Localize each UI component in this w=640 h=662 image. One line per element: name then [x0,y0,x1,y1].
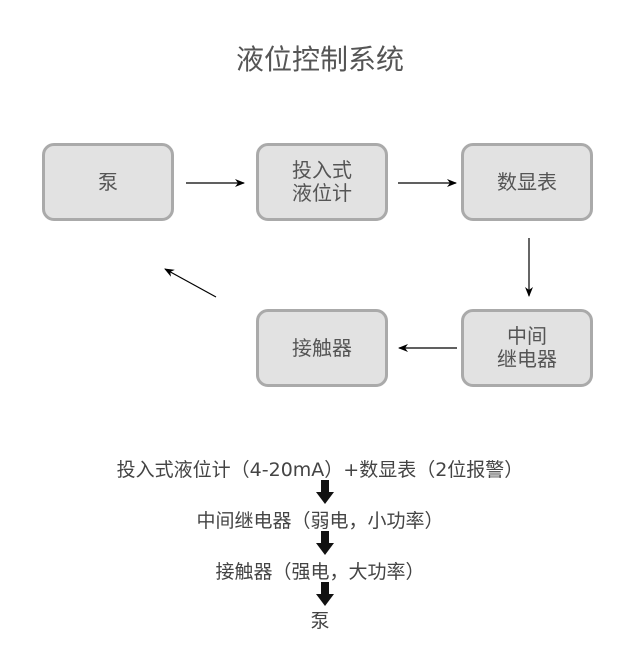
level-meter-box: 投入式 液位计 [256,143,388,221]
diagram-title: 液位控制系统 [235,43,404,76]
arrow-contactor-to-pump [164,268,217,298]
relay-label-line1: 中间 [507,324,547,348]
level-meter-label-line2: 液位计 [292,181,352,205]
flow-step-2: 中间继电器（弱电，小功率） [196,510,444,532]
contactor-box: 接触器 [256,309,388,387]
level-meter-label-line1: 投入式 [292,158,352,182]
down-arrow-icon [316,582,334,606]
relay-label-line2: 继电器 [497,347,557,371]
display-label: 数显表 [497,169,557,194]
down-arrow-icon [316,531,334,555]
down-arrow-icon [316,480,334,504]
pump-box: 泵 [42,143,174,221]
contactor-label: 接触器 [292,335,352,360]
flow-step-3: 接触器（强电，大功率） [215,561,425,583]
pump-label: 泵 [98,169,118,194]
display-box: 数显表 [461,143,593,221]
flow-step-4: 泵 [310,610,330,632]
relay-box: 中间 继电器 [461,309,593,387]
flow-step-1: 投入式液位计（4-20mA）+数显表（2位报警） [116,459,524,481]
